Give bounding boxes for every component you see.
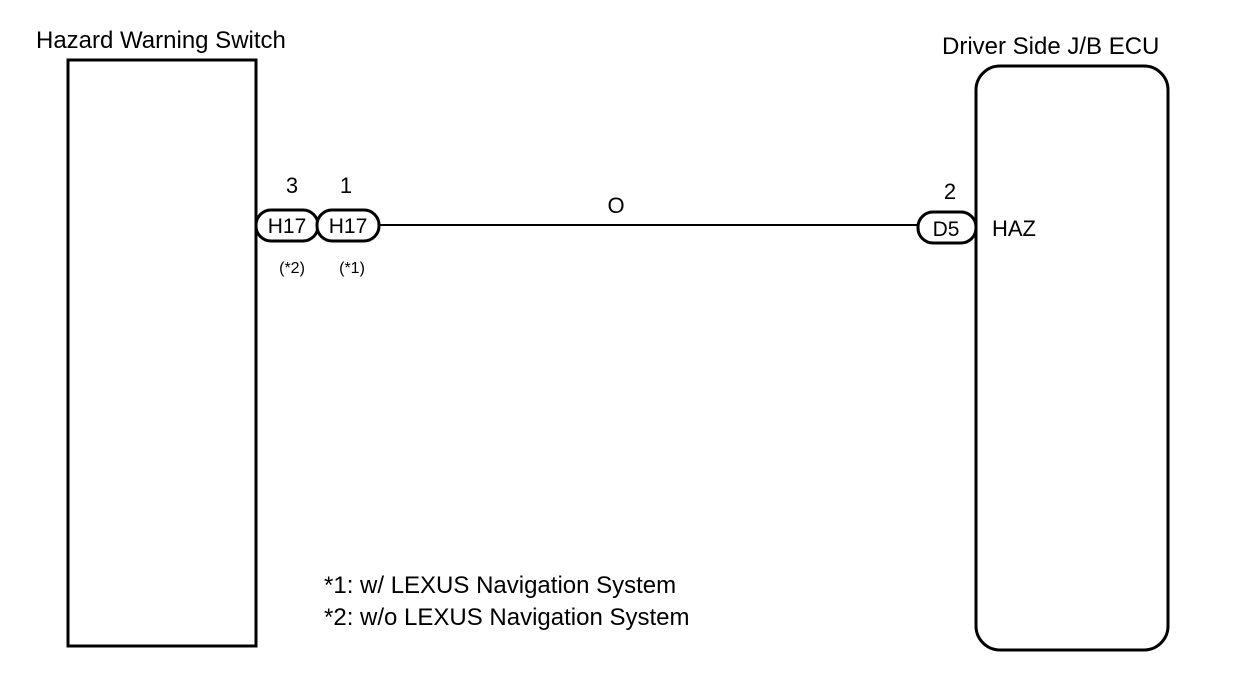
connector-d5-pin2: 2 D5 HAZ <box>916 179 1036 245</box>
connector-h17-pin1-label: H17 <box>329 215 368 238</box>
connector-h17-pin1-number: 1 <box>340 173 352 198</box>
connector-h17-pin1: 1 H17 (*1) <box>315 173 381 277</box>
connector-d5-pin2-name: HAZ <box>992 216 1036 241</box>
wire-color-code: O <box>607 193 624 218</box>
connector-d5-pin2-shape <box>916 210 978 245</box>
connector-d5-pin2-label: D5 <box>933 218 960 241</box>
connector-h17-pin3: 3 H17 (*2) <box>254 173 320 277</box>
legend: *1: w/ LEXUS Navigation System *2: w/o L… <box>324 572 690 631</box>
connector-h17-pin1-note: (*1) <box>339 260 365 277</box>
connector-h17-pin3-number: 3 <box>286 173 298 198</box>
driver-side-jb-ecu-box <box>974 64 1170 652</box>
hazard-warning-switch-box <box>66 58 258 648</box>
connector-h17-pin1-shape <box>315 208 381 243</box>
hazard-warning-switch-title: Hazard Warning Switch <box>36 27 286 54</box>
connector-d5-pin2-number: 2 <box>944 179 956 204</box>
connector-h17-pin3-label: H17 <box>268 215 307 238</box>
legend-item-2: *2: w/o LEXUS Navigation System <box>324 604 690 631</box>
legend-item-1: *1: w/ LEXUS Navigation System <box>324 572 676 599</box>
driver-side-jb-ecu-title: Driver Side J/B ECU <box>942 33 1159 60</box>
connector-h17-pin3-note: (*2) <box>279 260 305 277</box>
